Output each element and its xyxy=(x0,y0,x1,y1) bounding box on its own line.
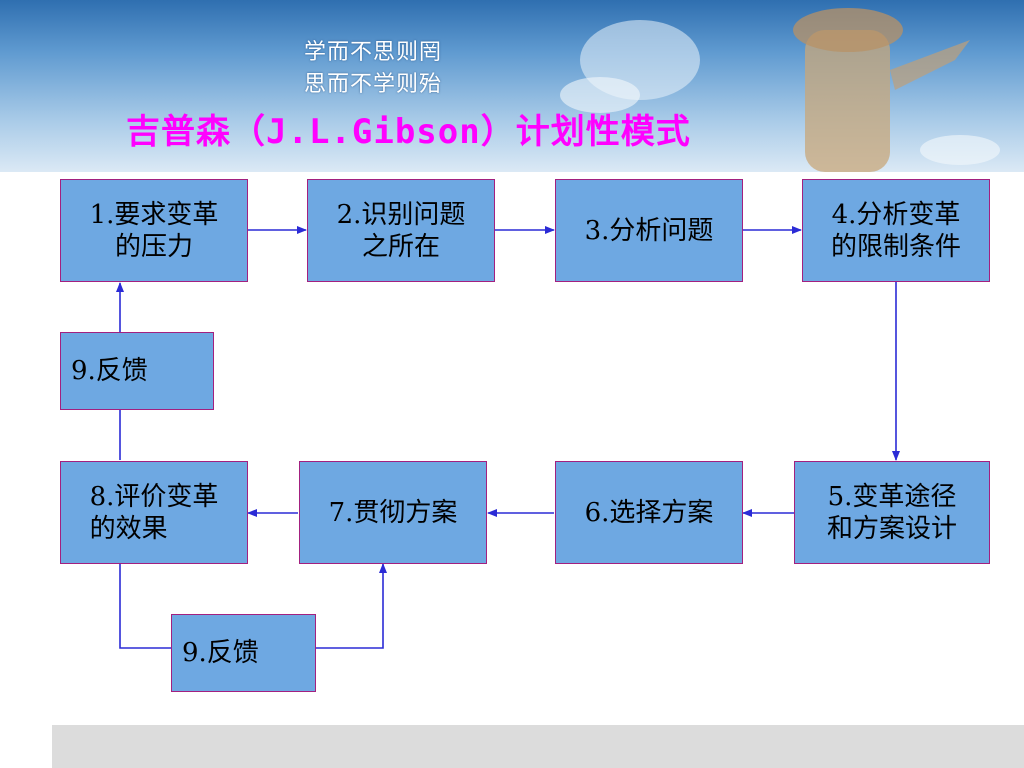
feedback-top-box: 9.反馈 xyxy=(60,332,214,410)
banner-illustration xyxy=(560,8,1000,172)
step-6-label: 6.选择方案 xyxy=(584,497,714,528)
header-banner: 学而不思则罔 思而不学则殆 吉普森（J.L.Gibson）计划性模式 xyxy=(0,0,1024,172)
footer-bar xyxy=(52,725,1024,768)
column-top-shape xyxy=(793,8,903,52)
step-2-label: 2.识别问题 之所在 xyxy=(336,199,466,262)
step-3-box: 3.分析问题 xyxy=(555,179,743,282)
step-8-label: 8.评价变革 的效果 xyxy=(89,481,219,544)
feedback-bottom-label: 9.反馈 xyxy=(182,638,259,668)
step-5-label: 5.变革途径 和方案设计 xyxy=(826,481,957,544)
line-8-to-feedback-bottom xyxy=(119,563,171,649)
step-1-box: 1.要求变革 的压力 xyxy=(60,179,248,282)
step-8-box: 8.评价变革 的效果 xyxy=(60,461,248,564)
step-3-label: 3.分析问题 xyxy=(584,215,714,246)
step-4-box: 4.分析变革 的限制条件 xyxy=(802,179,990,282)
motto-line-2: 思而不学则殆 xyxy=(304,72,443,97)
step-6-box: 6.选择方案 xyxy=(555,461,743,564)
dove-shape xyxy=(560,77,640,113)
feedback-top-label: 9.反馈 xyxy=(71,356,148,386)
column-wing-shape xyxy=(890,40,970,90)
motto-line-1: 学而不思则罔 xyxy=(304,40,443,65)
feedback-bottom-box: 9.反馈 xyxy=(171,614,316,692)
step-7-label: 7.贯彻方案 xyxy=(328,497,458,528)
step-7-box: 7.贯彻方案 xyxy=(299,461,487,564)
step-2-box: 2.识别问题 之所在 xyxy=(307,179,495,282)
slide-title: 吉普森（J.L.Gibson）计划性模式 xyxy=(126,112,691,152)
step-5-box: 5.变革途径 和方案设计 xyxy=(794,461,990,564)
step-4-label: 4.分析变革 的限制条件 xyxy=(830,199,961,262)
arrow-feedback-bottom-to-7 xyxy=(316,563,387,649)
dove-shape xyxy=(920,135,1000,165)
step-1-label: 1.要求变革 的压力 xyxy=(89,199,219,262)
column-shape xyxy=(805,30,890,172)
